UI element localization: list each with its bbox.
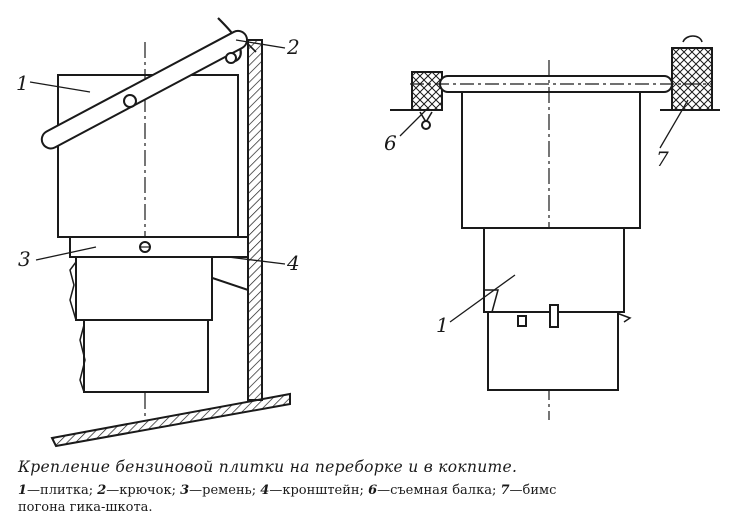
legend-item: 3—ремень; bbox=[180, 483, 257, 498]
beam-left-block bbox=[411, 71, 443, 111]
legend-item: 7—бимс bbox=[500, 483, 557, 498]
legend-item: 6—съемная балка; bbox=[368, 483, 497, 498]
left-view bbox=[29, 17, 291, 448]
label-4: 4 bbox=[286, 251, 300, 275]
bulkhead-wall bbox=[247, 39, 263, 401]
stove-lower-left bbox=[75, 256, 213, 321]
figure-legend: 1—плитка; 2—крючок; 3—ремень; 4—кронштей… bbox=[18, 482, 723, 516]
figure-caption: Крепление бензиновой плитки на переборке… bbox=[18, 458, 518, 476]
legend-item: 1—плитка; bbox=[18, 483, 94, 498]
technical-drawing: 1 2 3 4 6 7 1 bbox=[16, 17, 720, 448]
legend-item: 2—крючок; bbox=[97, 483, 176, 498]
legend-item: 4—кронштейн; bbox=[260, 483, 364, 498]
rod-diagonal bbox=[40, 29, 249, 150]
stove-body-left bbox=[57, 74, 239, 238]
deck-left bbox=[50, 392, 291, 448]
label-1-right: 1 bbox=[436, 313, 449, 337]
label-7: 7 bbox=[656, 147, 669, 171]
label-6: 6 bbox=[384, 131, 397, 155]
label-3: 3 bbox=[18, 247, 31, 271]
right-view bbox=[390, 35, 720, 420]
stove-body-right bbox=[461, 91, 641, 229]
stove-lower-right bbox=[483, 227, 625, 313]
label-1-left: 1 bbox=[16, 71, 29, 95]
strap bbox=[69, 236, 249, 258]
beam-right-block bbox=[671, 47, 713, 111]
legend-continuation: погона гика-шкота. bbox=[18, 500, 153, 515]
label-2: 2 bbox=[286, 35, 300, 59]
